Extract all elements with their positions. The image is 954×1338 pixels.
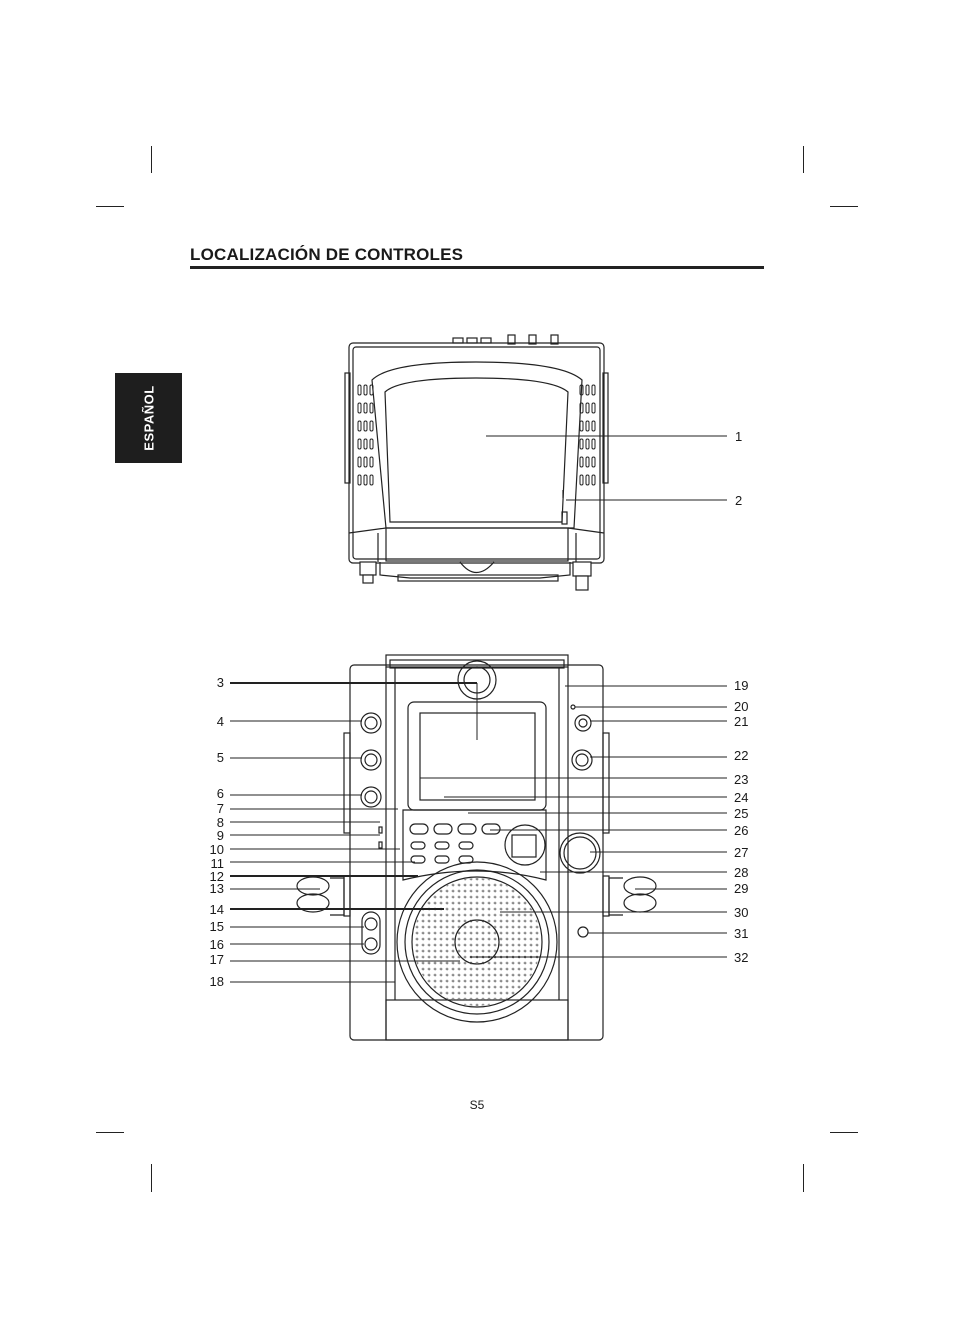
callout-number: 31 [734, 926, 749, 941]
callout-number: 11 [210, 856, 225, 871]
callout-number: 14 [209, 902, 224, 917]
callout-number: 15 [209, 919, 224, 934]
callout-number: 21 [734, 714, 749, 729]
callout-number: 18 [209, 974, 224, 989]
crop-mark [151, 1164, 152, 1192]
callout-number: 1 [735, 429, 743, 444]
callout-number: 17 [209, 952, 224, 967]
callout-number: 27 [734, 845, 749, 860]
callout-number: 19 [734, 678, 749, 693]
page-number: S5 [469, 1098, 485, 1112]
callout-number: 24 [734, 790, 749, 805]
language-tab: ESPAÑOL [115, 373, 182, 463]
callout-number: 6 [216, 786, 224, 801]
callout-number: 10 [209, 842, 224, 857]
callout-number: 7 [216, 801, 224, 816]
crop-mark [830, 1132, 858, 1133]
callout-number: 8 [216, 815, 224, 830]
callout-number: 9 [216, 828, 224, 843]
callout-number: 30 [734, 905, 749, 920]
crop-mark [96, 206, 124, 207]
crop-mark [803, 146, 804, 173]
callout-number: 13 [209, 881, 224, 896]
callout-number: 12 [209, 869, 224, 884]
crop-mark [96, 1132, 124, 1133]
crop-mark [151, 146, 152, 173]
callout-number: 5 [216, 750, 224, 765]
callout-number: 16 [209, 937, 224, 952]
callout-number: 32 [734, 950, 749, 965]
callout-number: 20 [734, 699, 749, 714]
callout-number: 4 [216, 714, 224, 729]
crop-mark [803, 1164, 804, 1192]
callout-number: 22 [734, 748, 749, 763]
crop-mark [830, 206, 858, 207]
callout-number: 23 [734, 772, 749, 787]
callout-number: 26 [734, 823, 749, 838]
language-tab-label: ESPAÑOL [141, 385, 156, 451]
callout-number: 3 [216, 675, 224, 690]
callout-number: 2 [735, 493, 743, 508]
title-underline [190, 266, 764, 269]
callout-number: 29 [734, 881, 749, 896]
callout-number: 25 [734, 806, 749, 821]
page-title: LOCALIZACIÓN DE CONTROLES [190, 245, 464, 264]
callout-number: 28 [734, 865, 749, 880]
